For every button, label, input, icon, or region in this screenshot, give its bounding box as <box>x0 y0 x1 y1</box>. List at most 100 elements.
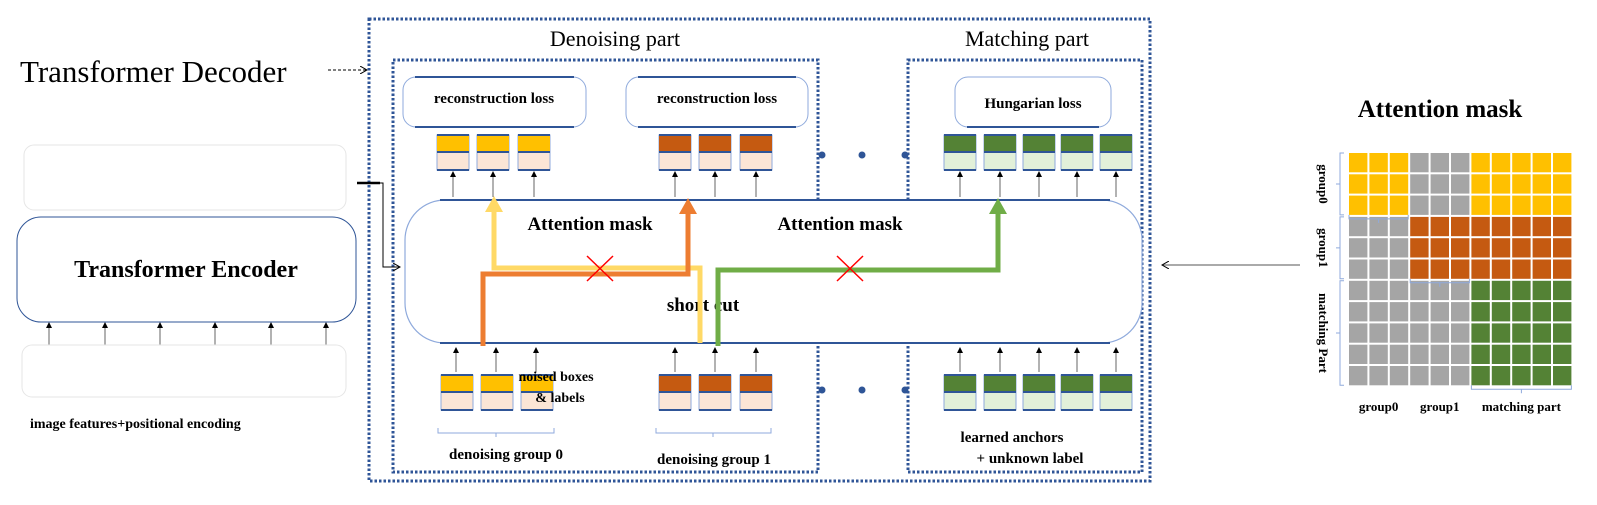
mask-cell <box>1471 259 1490 279</box>
group1-output-query <box>698 134 732 171</box>
mask-cell <box>1553 238 1572 258</box>
group0-noised-query <box>520 374 554 411</box>
mask-cell <box>1532 302 1551 322</box>
mask-cell <box>1451 195 1470 215</box>
mask-cell <box>1512 259 1531 279</box>
blocked-cross-icon <box>586 255 614 282</box>
mask-cell <box>1491 195 1511 215</box>
mask-cell <box>1471 366 1490 386</box>
mask-cell <box>1471 238 1490 258</box>
mask-cell <box>1410 280 1429 301</box>
mask-cell <box>1369 366 1388 386</box>
group0-noised-query <box>440 374 474 411</box>
mask-cell <box>1512 195 1531 215</box>
hungarian-loss-box: Hungarian loss <box>954 76 1112 128</box>
mask-cell <box>1410 323 1429 343</box>
mask-cell <box>1532 344 1551 364</box>
attention-mask-label-1: Attention mask <box>777 214 903 235</box>
decoder-label: Transformer Decoder <box>20 54 287 89</box>
group1-output-query <box>658 134 692 171</box>
mask-cell <box>1491 238 1511 258</box>
mask-cell <box>1491 216 1511 237</box>
learned-anchor-query <box>1099 374 1133 411</box>
mask-cell <box>1491 174 1511 194</box>
matching-output-query <box>1060 134 1094 171</box>
blocked-cross-icon <box>836 255 864 282</box>
mask-cell <box>1349 344 1368 364</box>
mask-cell <box>1471 280 1490 301</box>
mask-cell <box>1491 302 1511 322</box>
mask-cell <box>1471 195 1490 215</box>
mask-cell <box>1491 366 1511 386</box>
mask-cell <box>1349 323 1368 343</box>
hungarian-loss-label: Hungarian loss <box>984 96 1081 112</box>
mask-cell <box>1430 302 1449 322</box>
mask-cell <box>1512 366 1531 386</box>
denoising-group-1-label: denoising group 1 <box>657 452 771 468</box>
mask-cell <box>1349 153 1368 173</box>
ellipsis-dot-icon <box>818 386 826 394</box>
mask-cell <box>1451 366 1470 386</box>
reconstruction-loss-label: reconstruction loss <box>434 91 554 107</box>
col-group-bracket <box>1348 214 1409 223</box>
row-group-label: matching Part <box>1316 293 1331 373</box>
row-group-bracket <box>1336 216 1344 280</box>
mask-cell <box>1389 216 1409 237</box>
mask-cell <box>1369 174 1388 194</box>
ellipsis-dot-icon <box>901 386 909 394</box>
group0-arrowhead-icon <box>485 196 503 212</box>
mask-cell <box>1512 323 1531 343</box>
labels-label: & labels <box>535 391 585 406</box>
mask-cell <box>1389 280 1409 301</box>
mask-cell <box>1430 216 1449 237</box>
mask-cell <box>1369 216 1388 237</box>
learned-anchor-query <box>983 374 1017 411</box>
mask-cell <box>1471 302 1490 322</box>
matching-arrowhead-icon <box>989 198 1007 214</box>
matching-output-query <box>1022 134 1056 171</box>
group0-bracket <box>437 428 555 437</box>
mask-cell <box>1430 366 1449 386</box>
mask-cell <box>1410 238 1429 258</box>
mask-cell <box>1389 344 1409 364</box>
mask-cell <box>1451 216 1470 237</box>
mask-cell <box>1532 195 1551 215</box>
shortcut-label: short cut <box>667 295 740 316</box>
noised-boxes-label: noised boxes <box>518 370 594 385</box>
group0-output-query <box>517 134 551 171</box>
mask-cell <box>1553 259 1572 279</box>
mask-cell <box>1451 153 1470 173</box>
mask-cell <box>1369 280 1388 301</box>
mask-cell <box>1512 238 1531 258</box>
mask-cell <box>1532 238 1551 258</box>
learned-anchor-query <box>1060 374 1094 411</box>
group1-output-query <box>739 134 773 171</box>
ellipsis-dot-icon <box>858 151 866 159</box>
attention-mask-title: Attention mask <box>1358 96 1523 123</box>
mask-cell <box>1430 259 1449 279</box>
encoder-input-caption: image features+positional encoding <box>30 417 241 432</box>
mask-cell <box>1553 366 1572 386</box>
mask-cell <box>1512 280 1531 301</box>
mask-cell <box>1471 153 1490 173</box>
row-group-label: group0 <box>1316 164 1331 204</box>
col-group-bracket <box>1470 385 1572 394</box>
reconstruction-loss-box-0: reconstruction loss <box>402 76 587 128</box>
mask-cell <box>1349 366 1368 386</box>
mask-cell <box>1349 259 1368 279</box>
row-group-label: group1 <box>1316 228 1331 268</box>
ellipsis-dot-icon <box>858 386 866 394</box>
attention-mask-label-0: Attention mask <box>527 214 653 235</box>
mask-cell <box>1451 302 1470 322</box>
mask-cell <box>1553 174 1572 194</box>
mask-cell <box>1369 195 1388 215</box>
mask-cell <box>1410 344 1429 364</box>
mask-cell <box>1389 259 1409 279</box>
col-group-label: group1 <box>1420 399 1460 414</box>
mask-cell <box>1410 302 1429 322</box>
learned-anchors-label: learned anchors <box>961 430 1064 446</box>
mask-cell <box>1491 323 1511 343</box>
mask-cell <box>1430 323 1449 343</box>
reconstruction-loss-label: reconstruction loss <box>657 91 777 107</box>
mask-cell <box>1471 216 1490 237</box>
